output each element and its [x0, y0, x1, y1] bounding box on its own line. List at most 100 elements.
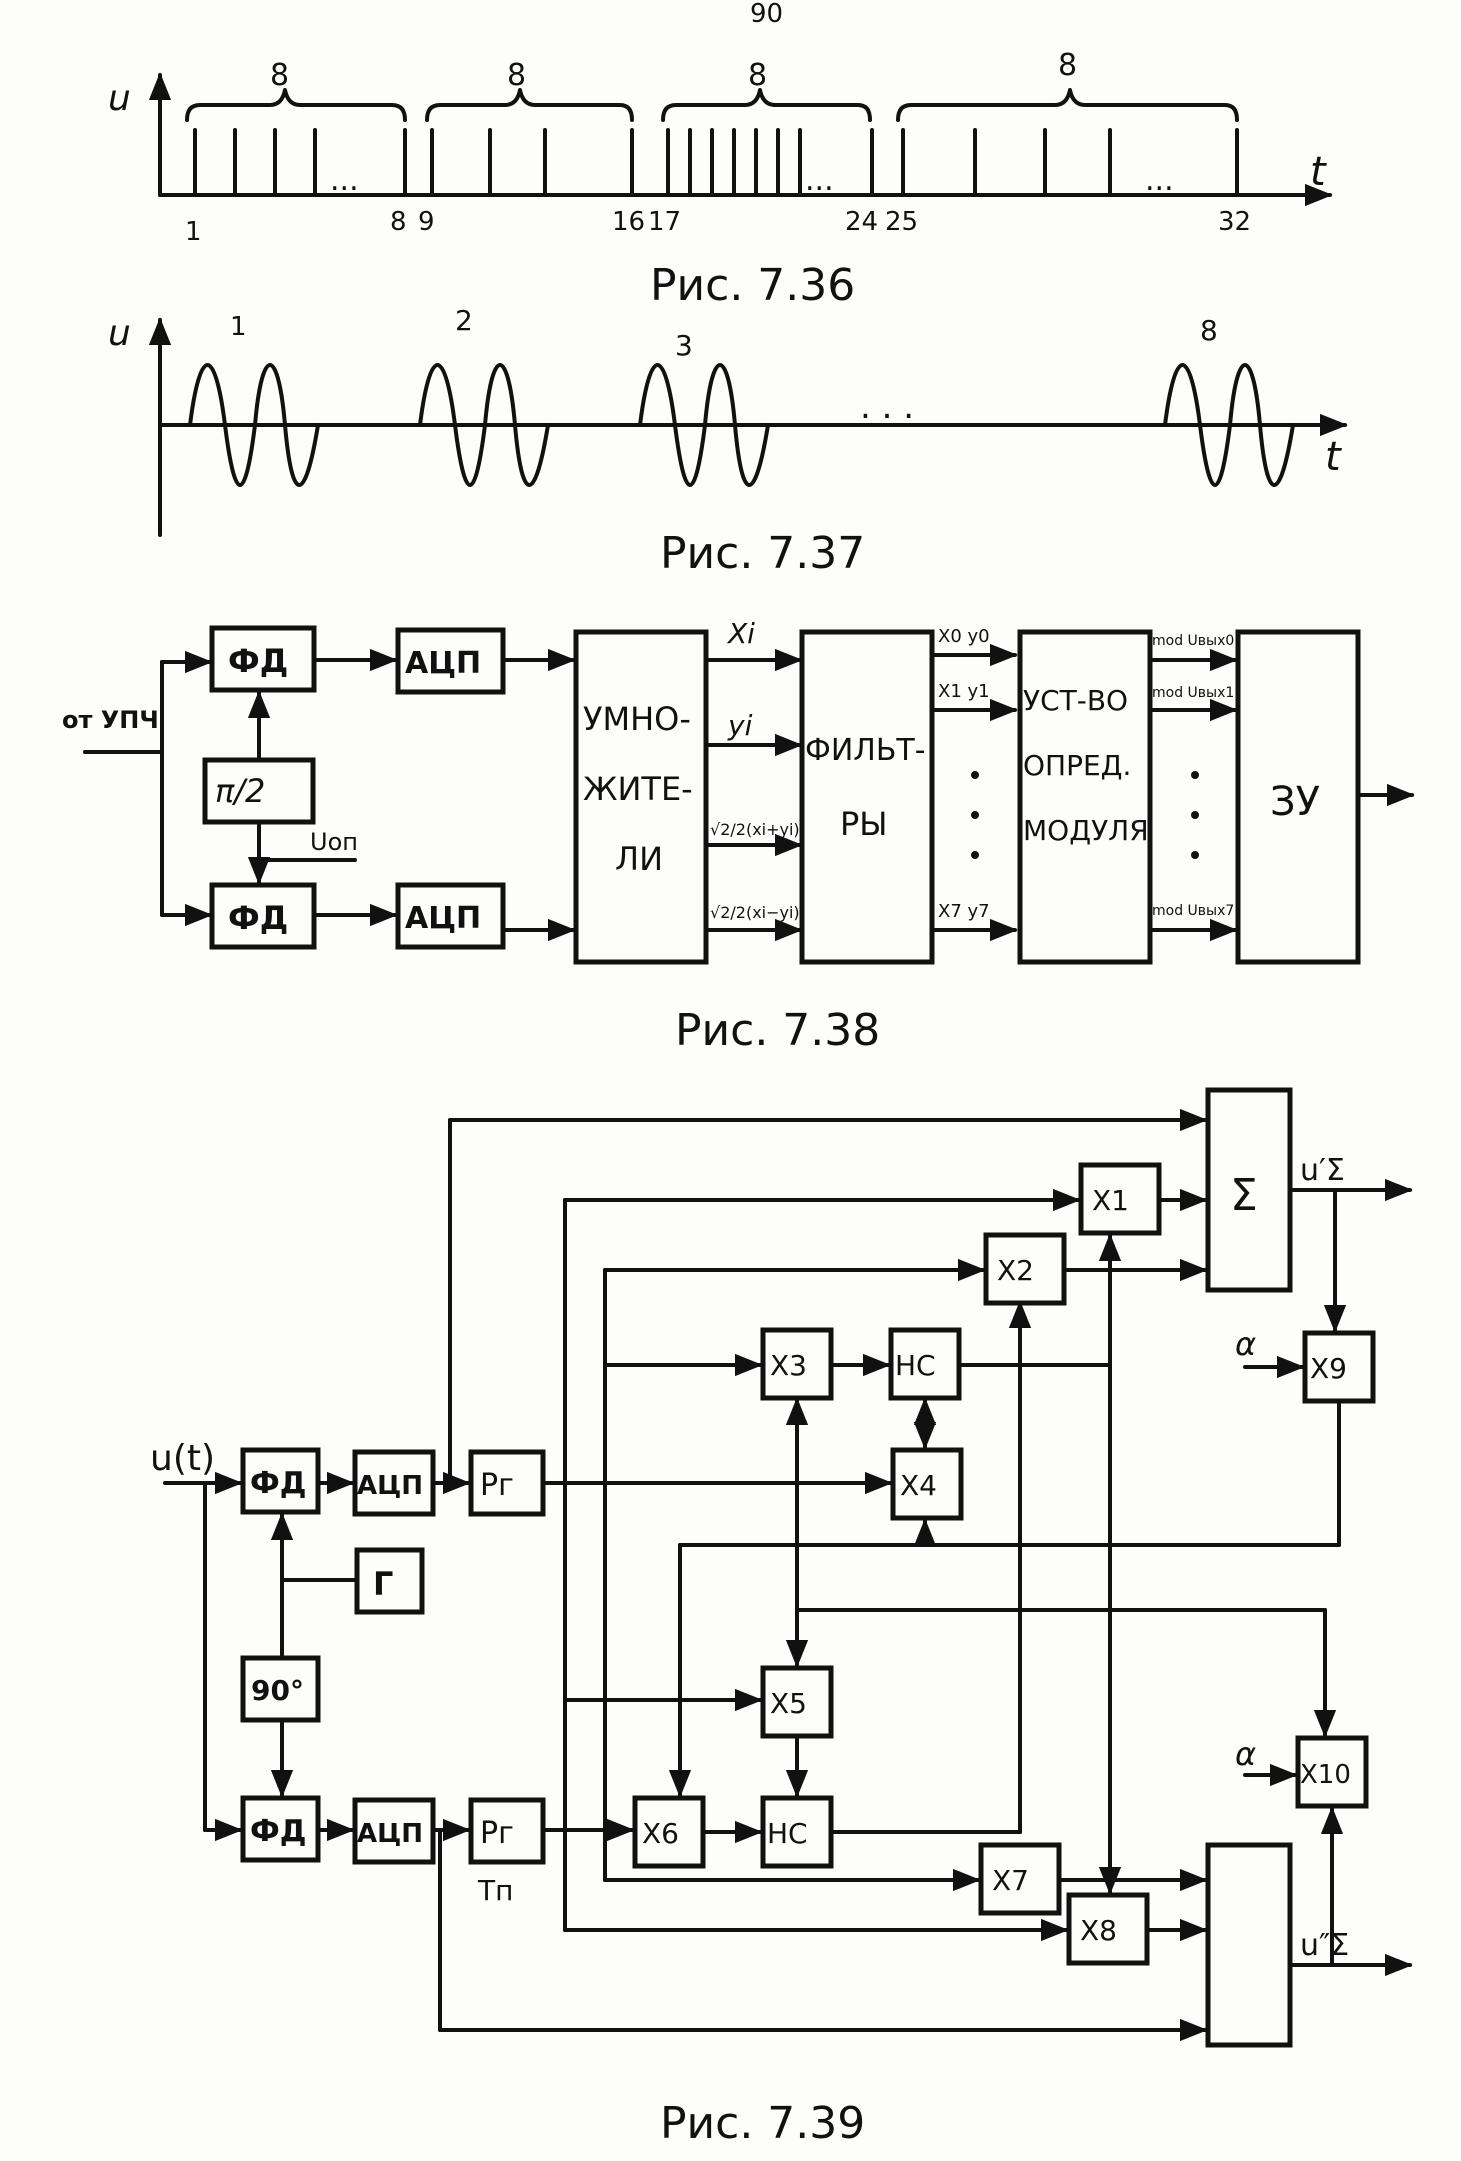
- fig736-group-label-2: 8: [507, 58, 526, 93]
- fig738-filters: [799, 629, 935, 965]
- fig736-pulse-group-3: [666, 128, 874, 197]
- fig739-pd-top-label: ФД: [250, 1466, 306, 1501]
- fig738-filters-line1: ФИЛЬТ-: [805, 733, 926, 768]
- fig736-tick-9: 9: [418, 207, 435, 237]
- fig739-x2-label: X2: [997, 1254, 1034, 1287]
- fig736-ellipsis-1: ...: [330, 163, 359, 198]
- fig738-input-label: от УПЧ: [62, 706, 159, 734]
- fig737-u-label: u: [108, 313, 131, 354]
- fig737-pulse-label-2: 2: [455, 304, 473, 337]
- fig736-pulse-group-1: [193, 128, 407, 197]
- fig739-mult-x8: [1066, 1892, 1150, 1966]
- fig736-tick-16: 16: [612, 207, 645, 237]
- fig738-dot: [1191, 811, 1199, 819]
- page-number: 90: [750, 0, 783, 29]
- fig738-dot: [971, 811, 979, 819]
- fig736-pulse-group-4: [901, 128, 1239, 197]
- fig736-tick-8: 8: [390, 207, 407, 237]
- fig738-memory-label: ЗУ: [1270, 779, 1320, 825]
- fig738-modulus-unit: [1017, 629, 1153, 965]
- fig739-reg-bottom-label: Рг: [480, 1816, 514, 1851]
- fig739-reg-top-label: Рг: [480, 1468, 514, 1503]
- fig739-mult-x4: [890, 1447, 964, 1521]
- fig739-mult-x7: [978, 1842, 1062, 1916]
- fig738-filters-line2: РЫ: [840, 805, 888, 843]
- fig738-multipliers-line3: ЛИ: [615, 840, 663, 878]
- fig738-out-m1: mod Uвых1: [1152, 685, 1234, 701]
- fig736-tick-24: 24: [845, 207, 878, 237]
- fig736-group-label-4: 8: [1058, 48, 1077, 83]
- fig736-tick-1: 1: [185, 217, 202, 247]
- fig739-reg-top: [468, 1449, 546, 1517]
- fig737-pulse-label-1: 1: [230, 312, 247, 342]
- fig736-u-label: u: [108, 78, 131, 119]
- fig737-burst-3: [638, 363, 770, 487]
- fig739-reg-bottom: [468, 1797, 546, 1865]
- fig736-caption: Рис. 7.36: [650, 260, 855, 311]
- fig736-tick-25: 25: [885, 207, 918, 237]
- fig739-x9-label: X9: [1310, 1352, 1347, 1385]
- fig738-uop-label: Uоп: [310, 828, 358, 856]
- fig738-multipliers: [573, 629, 709, 965]
- fig739-generator: [354, 1547, 425, 1615]
- fig738-caption: Рис. 7.38: [675, 1005, 880, 1056]
- fig739-mult-x6: [632, 1795, 706, 1869]
- fig739-output-bottom-label: u″Σ: [1300, 1928, 1349, 1963]
- fig736-tick-32: 32: [1218, 207, 1251, 237]
- fig739-x8-label: X8: [1080, 1914, 1117, 1947]
- fig738-adc-bottom-label: АЦП: [405, 901, 481, 936]
- fig739-alpha-bottom: α: [1235, 1735, 1256, 1773]
- fig739-pd-bottom: [240, 1795, 321, 1863]
- fig736-tick-17: 17: [648, 207, 681, 237]
- fig738-sig-diff: √2/2(xi−yi): [710, 903, 800, 922]
- fig739-x6-label: X6: [642, 1817, 679, 1850]
- fig736-ellipsis-3: ...: [805, 163, 834, 198]
- fig738-dot: [971, 851, 979, 859]
- fig738-modulus-line2: ОПРЕД.: [1023, 749, 1131, 782]
- fig739-generator-label: Г: [373, 1565, 393, 1603]
- fig739-hc-top-label: НС: [895, 1349, 936, 1382]
- fig738-pd-bottom: [209, 882, 317, 950]
- fig739-alpha-top: α: [1235, 1325, 1256, 1363]
- fig739-x10-label: X10: [1300, 1760, 1351, 1790]
- fig738-dot: [971, 771, 979, 779]
- fig739-hc-bottom: [760, 1795, 834, 1869]
- fig738-out-f0: X0 y0: [938, 626, 990, 647]
- fig739-x7-label: X7: [992, 1864, 1029, 1897]
- fig736-brace-3: [661, 88, 872, 122]
- figure-7-39: u(t) ФД ФД Г 90° АЦП АЦП Рг Рг Тп: [150, 1087, 1413, 2149]
- fig739-adc-bottom-label: АЦП: [357, 1819, 423, 1849]
- fig738-sig-yi: yi: [727, 709, 753, 742]
- fig738-memory: [1235, 629, 1361, 965]
- fig738-pd-bottom-label: ФД: [228, 899, 288, 937]
- fig736-brace-4: [896, 88, 1239, 122]
- fig739-mult-x2: [983, 1232, 1067, 1306]
- fig737-ellipsis: . . .: [860, 387, 914, 427]
- fig738-sig-sum: √2/2(xi+yi): [710, 820, 800, 839]
- fig739-x3-label: X3: [770, 1349, 807, 1382]
- fig739-caption: Рис. 7.39: [660, 2098, 865, 2149]
- fig736-t-label: t: [1310, 149, 1327, 195]
- fig739-summator: [1205, 1087, 1293, 1293]
- fig738-phase-shifter-label: π/2: [215, 772, 265, 810]
- fig738-modulus-line1: УСТ-ВО: [1023, 684, 1128, 717]
- fig736-pulse-group-2: [430, 128, 634, 197]
- fig738-multipliers-line1: УМНО-: [583, 700, 691, 738]
- fig739-x4-label: X4: [900, 1469, 937, 1502]
- fig738-out-m0: mod Uвых0: [1152, 633, 1234, 649]
- fig739-x1-label: X1: [1092, 1184, 1129, 1217]
- figure-7-36: u t ... ...: [108, 48, 1333, 311]
- fig736-brace-1: [185, 88, 407, 122]
- fig739-adc-bottom: [352, 1797, 436, 1865]
- fig739-tp-label: Тп: [477, 1874, 513, 1907]
- fig736-brace-2: [425, 88, 634, 122]
- fig738-adc-top-label: АЦП: [405, 646, 481, 681]
- fig736-group-label-1: 8: [270, 58, 289, 93]
- fig739-input-label: u(t): [150, 1438, 215, 1479]
- fig739-x5-label: X5: [770, 1687, 807, 1720]
- fig739-mult-x10: [1295, 1735, 1369, 1809]
- fig738-adc-bottom: [395, 882, 506, 950]
- fig738-dot: [1191, 851, 1199, 859]
- fig738-dot: [1191, 771, 1199, 779]
